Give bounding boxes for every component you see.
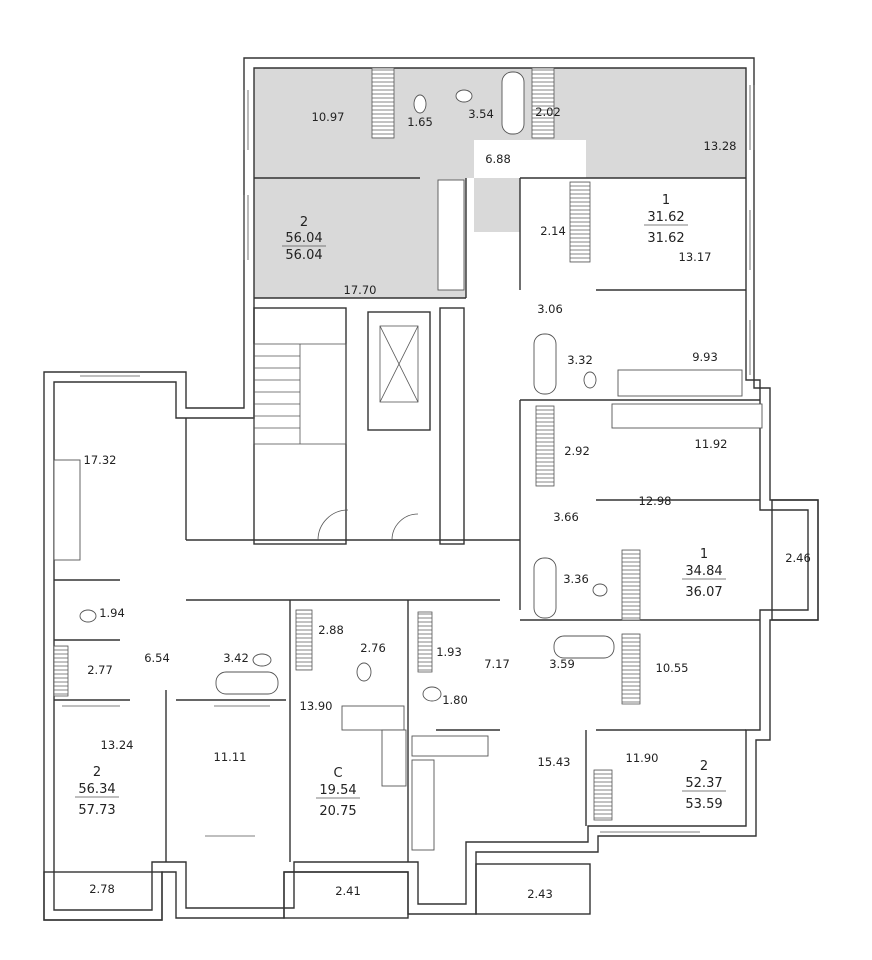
room-area-label: 2.02 bbox=[535, 105, 561, 119]
room-area-label: 10.55 bbox=[656, 661, 689, 675]
kitchen-counters bbox=[53, 179, 763, 851]
room-area-label: 11.90 bbox=[626, 751, 659, 765]
apartment-rooms: 1 bbox=[662, 193, 670, 208]
room-area-label: 3.59 bbox=[549, 657, 575, 671]
room-labels: 10.97 1.65 3.54 2.02 6.88 13.28 17.70 2.… bbox=[84, 105, 811, 901]
apartment-summary: 1 34.84 36.07 bbox=[682, 547, 726, 600]
balconies bbox=[43, 499, 819, 921]
apartment-summary: 2 52.37 53.59 bbox=[682, 759, 726, 812]
room-area-label: 15.43 bbox=[538, 755, 571, 769]
room-area-label: 3.32 bbox=[567, 353, 593, 367]
apartment-rooms: 1 bbox=[700, 547, 708, 562]
apartment-area: 31.62 bbox=[647, 210, 684, 225]
apartment-summary: 1 31.62 31.62 bbox=[644, 193, 688, 246]
room-area-label: 2.92 bbox=[564, 444, 590, 458]
room-area-label: 11.92 bbox=[695, 437, 728, 451]
bathroom-fixtures bbox=[79, 71, 615, 702]
apartment-total-area: 53.59 bbox=[685, 797, 722, 812]
apartment-rooms: С bbox=[333, 766, 342, 781]
room-area-label: 2.78 bbox=[89, 882, 115, 896]
apartment-total-area: 20.75 bbox=[319, 804, 356, 819]
room-area-label: 1.65 bbox=[407, 115, 433, 129]
room-area-label: 13.24 bbox=[101, 738, 134, 752]
apartment-area: 56.34 bbox=[78, 782, 115, 797]
room-area-label: 9.93 bbox=[692, 350, 718, 364]
room-area-label: 7.17 bbox=[484, 657, 510, 671]
room-area-label: 3.42 bbox=[223, 651, 249, 665]
apartment-area: 19.54 bbox=[319, 783, 356, 798]
apartment-area: 34.84 bbox=[685, 564, 722, 579]
room-area-label: 6.54 bbox=[144, 651, 170, 665]
wardrobes bbox=[53, 67, 641, 821]
room-area-label: 3.66 bbox=[553, 510, 579, 524]
apartment-total-area: 56.04 bbox=[285, 248, 322, 263]
room-area-label: 17.70 bbox=[344, 283, 377, 297]
room-area-label: 2.88 bbox=[318, 623, 344, 637]
apartment-labels: 2 56.04 56.04 1 31.62 31.62 1 34.84 36.0… bbox=[75, 193, 726, 819]
room-area-label: 2.76 bbox=[360, 641, 386, 655]
room-area-label: 13.90 bbox=[300, 699, 333, 713]
highlighted-apartment bbox=[254, 68, 746, 298]
room-area-label: 1.80 bbox=[442, 693, 468, 707]
room-area-label: 2.14 bbox=[540, 224, 566, 238]
room-area-label: 2.77 bbox=[87, 663, 113, 677]
room-area-label: 17.32 bbox=[84, 453, 117, 467]
room-area-label: 2.46 bbox=[785, 551, 811, 565]
apartment-rooms: 2 bbox=[700, 759, 708, 774]
apartment-area: 52.37 bbox=[685, 776, 722, 791]
apartment-total-area: 57.73 bbox=[78, 803, 115, 818]
apartment-total-area: 36.07 bbox=[685, 585, 722, 600]
room-area-label: 13.17 bbox=[679, 250, 712, 264]
apartment-summary: 2 56.34 57.73 bbox=[75, 765, 119, 818]
room-area-label: 2.43 bbox=[527, 887, 553, 901]
apartment-rooms: 2 bbox=[300, 215, 308, 230]
apartment-summary: С 19.54 20.75 bbox=[316, 766, 360, 819]
apartment-total-area: 31.62 bbox=[647, 231, 684, 246]
room-area-label: 3.06 bbox=[537, 302, 563, 316]
windows bbox=[62, 85, 755, 837]
room-area-label: 10.97 bbox=[312, 110, 345, 124]
apartment-area: 56.04 bbox=[285, 231, 322, 246]
stair-core bbox=[253, 307, 465, 545]
room-area-label: 13.28 bbox=[704, 139, 737, 153]
room-area-label: 1.93 bbox=[436, 645, 462, 659]
room-area-label: 2.41 bbox=[335, 884, 361, 898]
room-area-label: 12.98 bbox=[639, 494, 672, 508]
room-area-label: 11.11 bbox=[214, 750, 247, 764]
room-area-label: 6.88 bbox=[485, 152, 511, 166]
apartment-rooms: 2 bbox=[93, 765, 101, 780]
apartment-summary: 2 56.04 56.04 bbox=[282, 215, 326, 263]
room-area-label: 3.54 bbox=[468, 107, 494, 121]
room-area-label: 1.94 bbox=[99, 606, 125, 620]
room-area-label: 3.36 bbox=[563, 572, 589, 586]
